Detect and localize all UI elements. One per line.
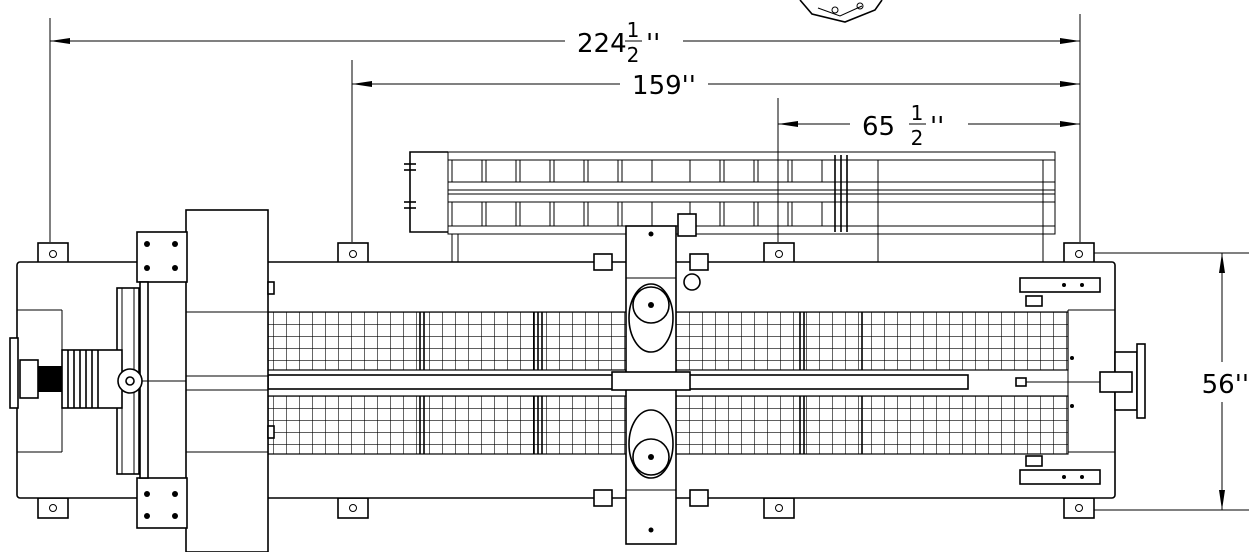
dimension-short-length: 65 1 2 '': [778, 101, 1080, 150]
top-partial-part: [799, 0, 883, 23]
overall-length-whole: 224: [577, 29, 627, 59]
overall-length-unit: '': [646, 29, 660, 59]
end-assembly: [1015, 277, 1146, 485]
short-length-whole: 65: [862, 112, 895, 142]
width-label: 56'': [1202, 370, 1249, 400]
short-length-denominator: 2: [911, 126, 924, 150]
dimension-width: 56'': [1202, 253, 1249, 510]
dimension-overall-length: 224 1 2 '': [50, 18, 1080, 67]
dimension-mid-length: 159'': [352, 71, 1080, 101]
mid-length-label: 159'': [632, 71, 696, 101]
overall-length-numerator: 1: [627, 18, 640, 42]
short-length-numerator: 1: [911, 101, 924, 125]
mounting-tabs-bottom: [37, 497, 1095, 519]
overall-length-denominator: 2: [627, 43, 640, 67]
drum-housing: [185, 209, 275, 552]
short-length-unit: '': [930, 112, 944, 142]
cross-member: [593, 225, 709, 545]
upper-rack: [404, 151, 1056, 262]
mounting-tabs-top: [37, 242, 1095, 264]
drive-assembly: [19, 231, 188, 529]
